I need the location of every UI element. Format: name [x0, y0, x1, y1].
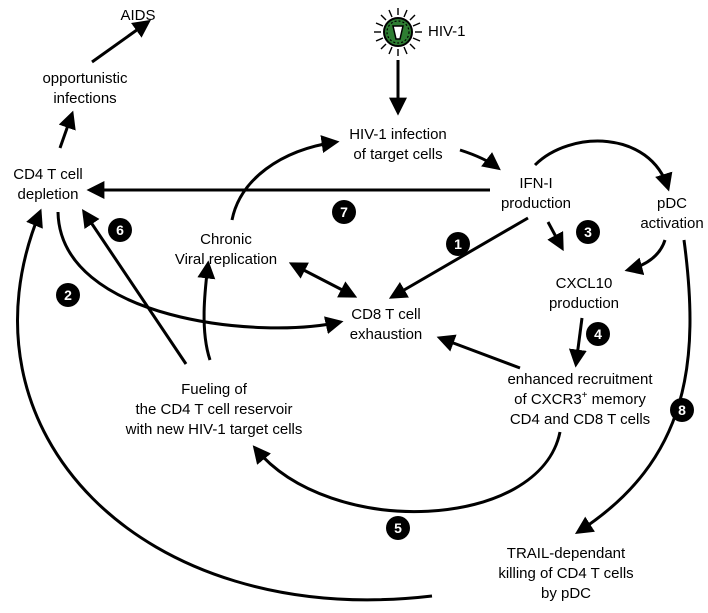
arrow-cd4-to-opportunistic [58, 110, 76, 149]
arrow-opportunistic-to-aids [91, 19, 151, 64]
arrow-chronic-cd8 [288, 262, 358, 298]
chronic-replication-label: Chronic Viral replication [174, 231, 278, 268]
trail-killing-label: TRAIL-dependant killing of CD4 T cells b… [498, 545, 634, 602]
arrow-fueling-to-cd4 [81, 209, 188, 365]
recruitment-label: enhanced recruitment of CXCR3+ memory CD… [507, 371, 653, 428]
badge-3: 3 [576, 220, 600, 244]
arrow-ifn-to-pdc [533, 139, 673, 192]
badge-4: 4 [586, 322, 610, 346]
arrow-fueling-to-chronic [197, 260, 216, 361]
ifn-production-label: IFN-I production [500, 175, 572, 212]
arrow-infection-to-ifn [459, 148, 501, 171]
pdc-activation-label: pDC activation [640, 195, 704, 232]
hiv1-label: HIV-1 [428, 23, 466, 40]
badge-8: 8 [670, 398, 694, 422]
badge-1: 1 [446, 232, 470, 256]
arrow-cd4-to-cd8 [56, 211, 344, 334]
arrow-recruitment-to-fueling [252, 431, 562, 514]
aids-label: AIDS [120, 7, 156, 24]
opportunistic-infections-label: opportunistic infections [42, 70, 128, 107]
cd8-exhaustion-label: CD8 T cell exhaustion [349, 306, 423, 343]
hiv-virion-icon [374, 8, 422, 56]
badge-7: 7 [332, 200, 356, 224]
arrow-recruitment-to-cd8 [436, 334, 521, 370]
cxcl10-production-label: CXCL10 production [548, 275, 620, 312]
arrow-trail-to-cd4 [16, 208, 433, 602]
badge-5: 5 [386, 516, 410, 540]
badge-2: 2 [56, 283, 80, 307]
arrow-pdc-to-cxcl10 [624, 239, 667, 275]
cd4-depletion-label: CD4 T cell depletion [13, 166, 83, 203]
arrow-cxcl10-to-recruitment [568, 317, 587, 368]
arrow-ifn-to-cxcl10 [546, 221, 564, 252]
arrow-chronic-to-infection [230, 135, 340, 221]
badge-6: 6 [108, 218, 132, 242]
fueling-label: Fueling of the CD4 T cell reservoir with… [125, 381, 303, 438]
arrow-ifn-to-cd8 [388, 216, 529, 299]
hiv-infection-label: HIV-1 infection of target cells [349, 126, 447, 163]
